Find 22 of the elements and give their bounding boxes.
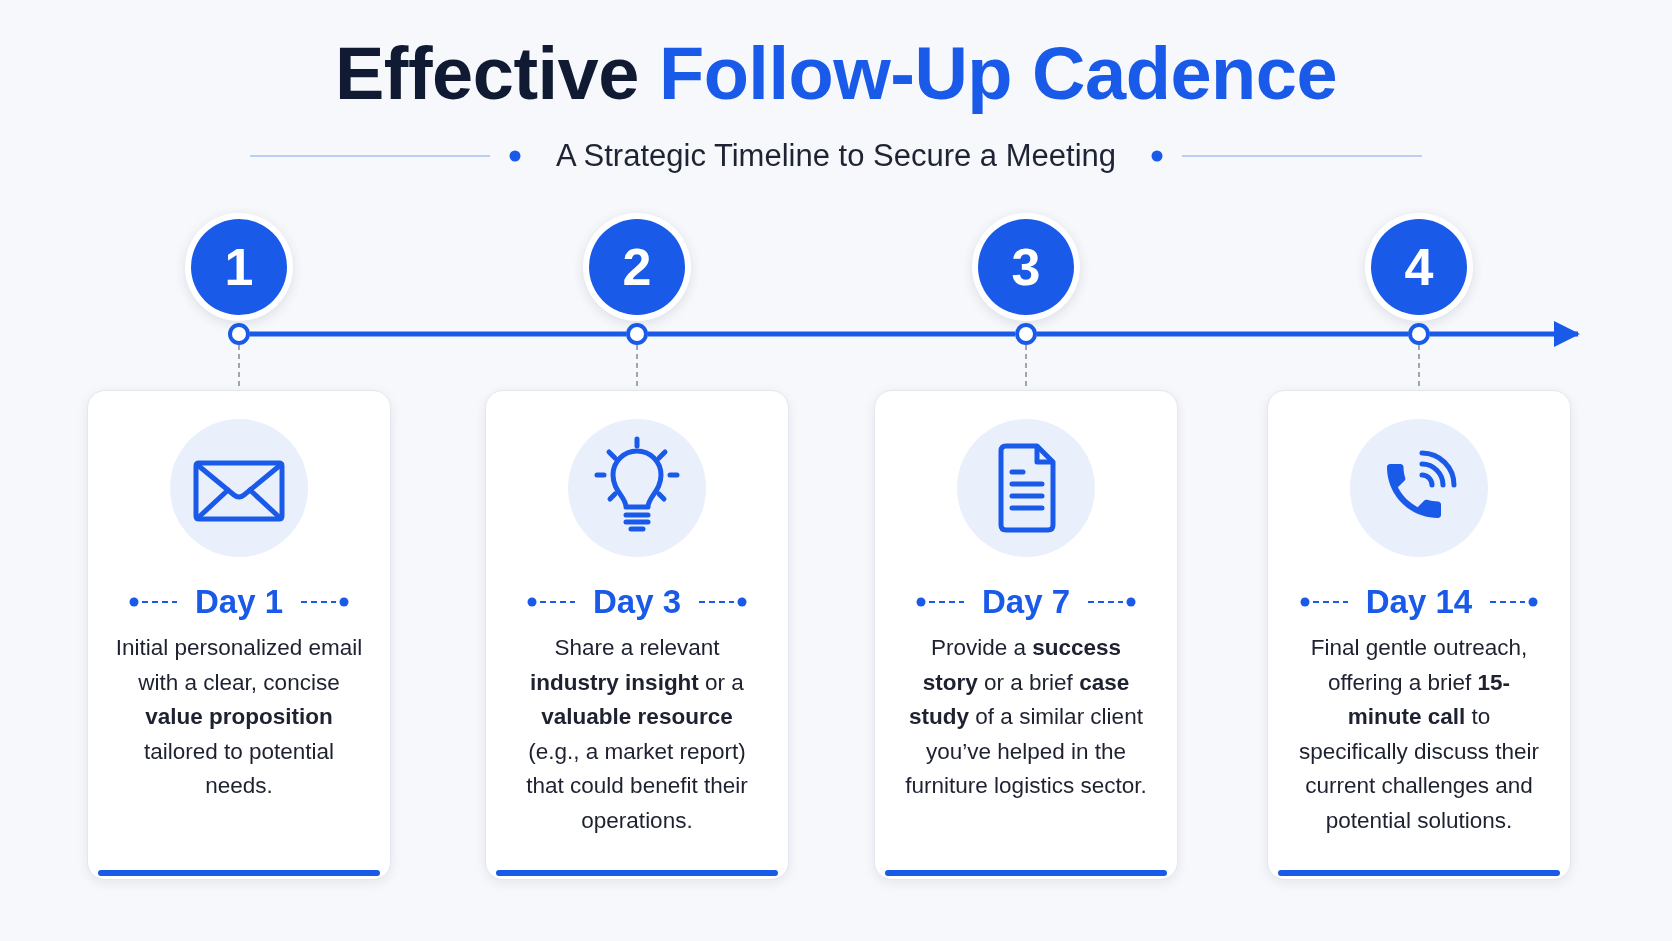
step-description: Provide a success story or a brief case study of a similar client you’ve helped in the furniture logistics sector. — [904, 634, 1148, 800]
timeline-marker — [1015, 323, 1037, 345]
step-card — [874, 390, 1178, 880]
step-card — [485, 390, 789, 880]
step-card — [1267, 390, 1571, 880]
step-card — [87, 390, 391, 880]
day-label: Day 1 — [194, 582, 284, 622]
step-description: Final gentle outreach, offering a brief 15-minute call to specifically discuss their current challenges and potential solutions. — [1297, 634, 1541, 835]
timeline-line — [250, 331, 626, 337]
timeline-arrow — [1430, 321, 1580, 347]
day-label: Day 3 — [592, 582, 682, 622]
timeline-marker — [1408, 323, 1430, 345]
step-description: Initial personalized email with a clear, concise value proposition tailored to potential needs. — [114, 634, 364, 800]
step-description: Share a relevant industry insight or a valuable resource (e.g., a market report) that could benefit their operations. — [525, 634, 749, 835]
timeline-marker — [228, 323, 250, 345]
timeline-line — [648, 331, 1015, 337]
timeline-marker — [626, 323, 648, 345]
day-label: Day 14 — [1365, 582, 1473, 622]
subtitle: A Strategic Timeline to Secure a Meeting — [556, 137, 1116, 175]
title: Effective Follow-Up Cadence — [333, 31, 1339, 117]
day-label: Day 7 — [981, 582, 1071, 622]
timeline-line — [1037, 331, 1408, 337]
